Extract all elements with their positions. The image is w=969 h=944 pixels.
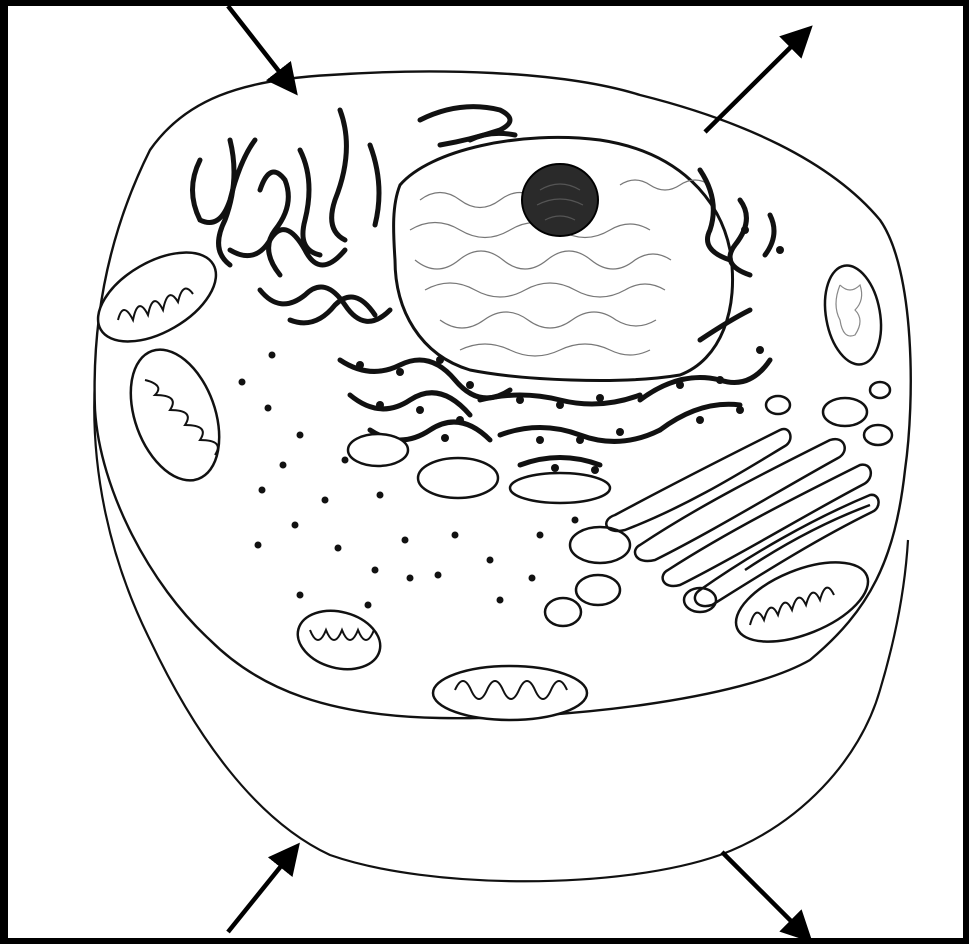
nucleus xyxy=(394,137,733,380)
mitochondrion-4 xyxy=(433,666,587,720)
nucleolus xyxy=(522,164,598,236)
